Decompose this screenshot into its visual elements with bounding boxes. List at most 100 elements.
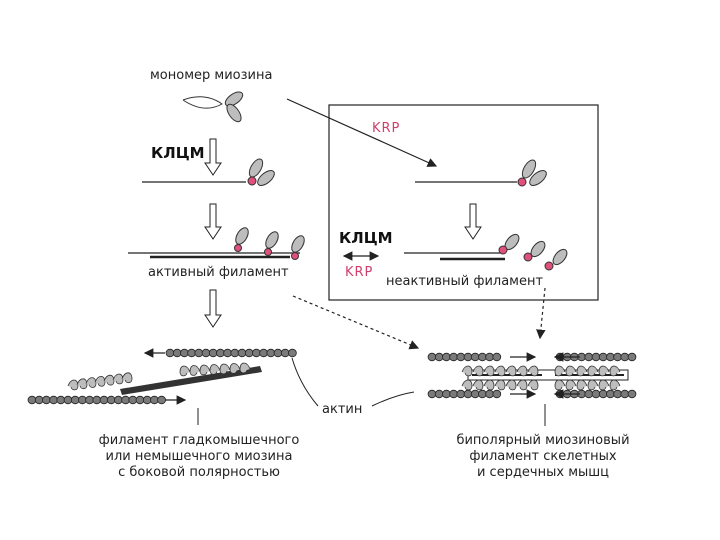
down-arrow-2 xyxy=(204,203,222,240)
actin-monomer xyxy=(456,352,466,362)
actin-monomer xyxy=(150,395,159,405)
myosin-head xyxy=(229,363,241,374)
myosin-head xyxy=(121,372,133,384)
myosin-head xyxy=(85,377,97,388)
actin-monomer xyxy=(427,389,437,399)
actin-label: актин xyxy=(322,402,362,417)
actin-monomer xyxy=(463,352,473,362)
myosin-head xyxy=(472,365,484,377)
actin-monomer xyxy=(591,389,601,399)
actin-monomer xyxy=(463,389,473,399)
actin-monomer xyxy=(172,348,182,358)
myosin-head xyxy=(494,379,506,391)
actin-monomer xyxy=(485,352,494,362)
actin-monomer xyxy=(266,348,276,358)
myosin-head xyxy=(199,364,211,376)
actin-monomer xyxy=(208,348,218,358)
actin-monomer xyxy=(99,395,109,405)
myosin-head xyxy=(76,378,88,390)
actin-monomer xyxy=(434,389,444,399)
actin-monomer xyxy=(449,352,458,362)
actin-monomer xyxy=(442,352,451,362)
actin-monomer xyxy=(591,352,601,362)
myosin-head xyxy=(554,365,566,377)
down-arrow-right xyxy=(464,203,482,240)
krp-mid-label: KRP xyxy=(345,265,373,280)
actin-monomer xyxy=(627,389,637,399)
myosin-head xyxy=(587,365,599,377)
actin-monomer xyxy=(434,352,444,362)
actin-monomer xyxy=(485,389,494,399)
actin-monomer xyxy=(427,352,437,362)
myosin-head xyxy=(565,379,577,391)
actin-monomer xyxy=(157,395,166,405)
inactive-box xyxy=(328,104,599,301)
myosin-head xyxy=(554,379,566,391)
actin-monomer xyxy=(114,395,123,405)
monomer-label: мономер миозина xyxy=(150,68,272,83)
smooth-caption-line-2: или немышечного миозина xyxy=(106,449,293,464)
smooth-caption-line-1: филамент гладкомышечного xyxy=(99,433,300,448)
actin-monomer xyxy=(56,395,66,405)
actin-monomer xyxy=(273,348,283,358)
myosin-head xyxy=(565,365,577,377)
actin-monomer xyxy=(216,348,225,358)
myosin-head xyxy=(598,379,610,391)
actin-pointer-left xyxy=(291,357,319,407)
myosin-head xyxy=(461,379,473,391)
actin-monomer xyxy=(165,348,175,358)
myosin-head xyxy=(527,365,539,377)
actin-monomer xyxy=(598,352,608,362)
actin-monomer xyxy=(78,395,87,405)
actin-monomer xyxy=(478,389,487,399)
smooth-caption-line-3: с боковой полярностью xyxy=(118,465,280,480)
phospho-myosin-1 xyxy=(247,158,275,186)
actin-monomer xyxy=(128,395,138,405)
myosin-head xyxy=(516,379,528,391)
actin-monomer xyxy=(70,395,80,405)
actin-monomer xyxy=(63,395,73,405)
actin-monomer xyxy=(470,352,480,362)
myosin-head xyxy=(209,364,221,375)
myosin-head xyxy=(516,365,528,377)
myosin-head xyxy=(239,362,251,374)
actin-monomer xyxy=(584,352,594,362)
active-filament xyxy=(128,227,305,260)
myosin-head xyxy=(103,374,115,386)
actin-monomer xyxy=(280,348,290,358)
actin-monomer xyxy=(288,348,297,358)
actin-monomer xyxy=(237,348,247,358)
actin-monomer xyxy=(244,348,254,358)
myosin-head xyxy=(219,363,231,375)
actin-monomer xyxy=(42,395,51,405)
actin-monomer xyxy=(135,395,145,405)
actin-monomer xyxy=(187,348,196,358)
myosin-head xyxy=(483,379,495,391)
myosin-head xyxy=(576,379,588,391)
myosin-head xyxy=(587,379,599,391)
actin-monomer xyxy=(121,395,130,405)
actin-top-left xyxy=(165,348,297,358)
actin-monomer xyxy=(180,348,189,358)
klcm-top-label: КЛЦМ xyxy=(151,144,205,162)
inactive-filament-label: неактивный филамент xyxy=(386,274,543,289)
myosin-head xyxy=(609,365,621,377)
actin-monomer xyxy=(613,352,622,362)
myosin-head xyxy=(505,379,517,391)
klcm-mid-label: КЛЦМ xyxy=(339,229,393,247)
myosin-head xyxy=(609,379,621,391)
actin-monomer xyxy=(606,389,615,399)
krp-top-label: KRP xyxy=(372,121,400,136)
bipolar-caption-line-3: и сердечных мышц xyxy=(477,465,609,480)
actin-monomer xyxy=(142,395,152,405)
actin-monomer xyxy=(27,395,37,405)
actin-monomer xyxy=(620,352,630,362)
actin-monomer xyxy=(259,348,268,358)
inactive-filament xyxy=(404,233,568,271)
myosin-head xyxy=(483,365,495,377)
bipolar-caption-line-2: филамент скелетных xyxy=(469,449,616,464)
actin-monomer xyxy=(584,389,594,399)
actin-monomer xyxy=(201,348,211,358)
actin-monomer xyxy=(492,389,502,399)
